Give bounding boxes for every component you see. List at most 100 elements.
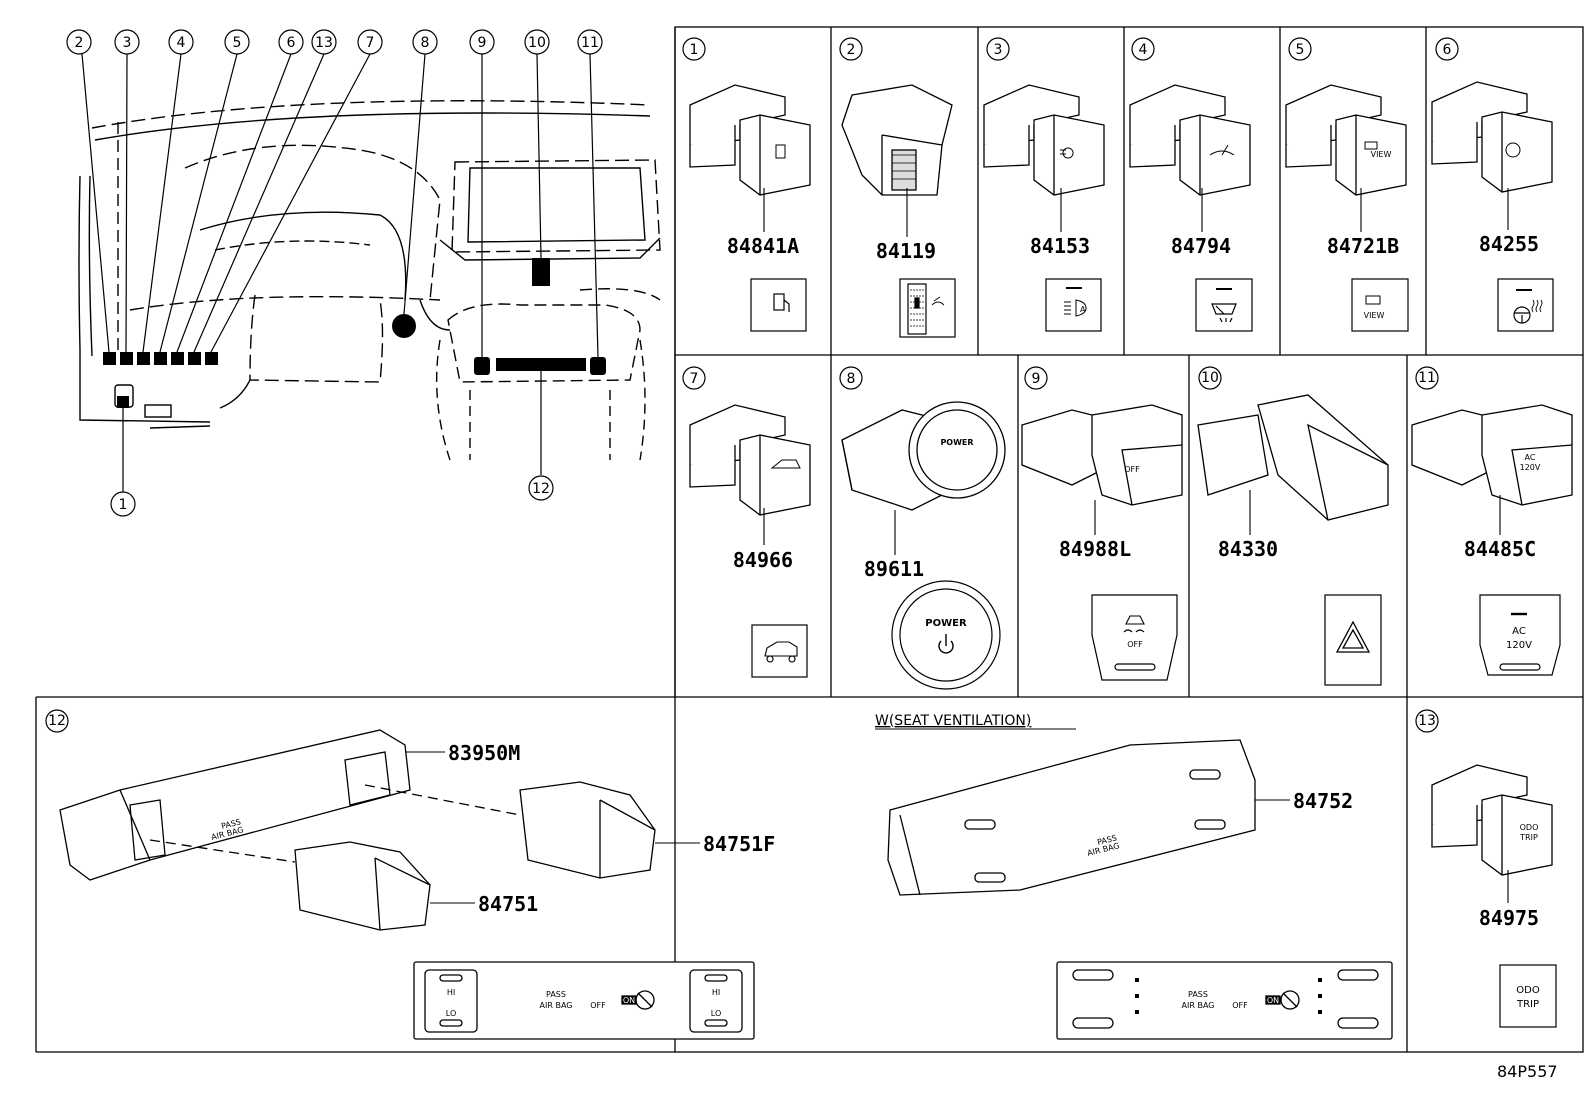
part-number-89611: 89611 [864, 557, 924, 581]
switch-84975-body [1431, 764, 1553, 876]
vent-front-pass-label: PASS [1188, 990, 1208, 999]
switch-84330-body [1197, 394, 1389, 521]
face-84485C [1479, 594, 1561, 676]
overview-callout-7: 7 [366, 35, 375, 51]
switch-84119-body [841, 84, 953, 196]
vent-airbag-off-icon [1280, 990, 1300, 1010]
heater-right-lo: LO [711, 1009, 721, 1018]
face-84794 [1195, 278, 1253, 332]
part-number-84153: 84153 [1030, 234, 1090, 258]
view-label: VIEW [1364, 311, 1385, 320]
heated-steering-icon [1513, 299, 1543, 324]
overview-callout-2: 2 [75, 35, 84, 51]
overview-callout-13: 13 [315, 35, 333, 51]
panel-number-circles [45, 37, 1459, 733]
face-84330 [1324, 594, 1382, 686]
overview-callouts [81, 53, 599, 492]
switch-84794-body [1129, 84, 1251, 196]
vent-dot [1318, 978, 1322, 982]
face-84975 [1499, 964, 1557, 1028]
seat-ventilation-title: W(SEAT VENTILATION) [875, 713, 1031, 729]
vent-on-indicator [1265, 995, 1281, 1005]
hazard-triangle-icon [1335, 620, 1371, 653]
wiper-mini-icon [1209, 144, 1235, 156]
fuel-door-icon [773, 293, 790, 312]
rear-wiper-icon [1211, 303, 1237, 323]
switch-84485C-body [1411, 404, 1573, 506]
camera-mini-icon [1364, 141, 1378, 150]
dashboard-overview [78, 100, 661, 461]
face-84153 [1045, 278, 1102, 332]
seat-panel-drawing [59, 729, 1256, 931]
overview-callout-9: 9 [478, 35, 487, 51]
heater-right-hi: HI [712, 988, 720, 997]
switch-89611-body [841, 401, 1006, 511]
steering-mini-icon [1505, 142, 1521, 158]
panel-12-number: 12 [48, 713, 66, 729]
part-number-84485C: 84485C [1464, 537, 1536, 561]
traction-off-label: OFF [1127, 640, 1143, 649]
part-number-84119: 84119 [876, 239, 936, 263]
vent-dot [1135, 978, 1139, 982]
switch-bodies [689, 81, 1573, 876]
panel-4-number: 4 [1139, 42, 1148, 58]
panel-13-number: 13 [1418, 713, 1436, 729]
overview-callout-5: 5 [233, 35, 242, 51]
panel-6-number: 6 [1443, 42, 1452, 58]
trip-label: TRIP [1516, 999, 1539, 1010]
ac-voltage-body-label: 120V [1520, 463, 1541, 472]
panel-grid-lines [35, 26, 1584, 1053]
vent-front-airbag-label: AIR BAG [1182, 1001, 1215, 1010]
panel-3-number: 3 [994, 42, 1003, 58]
part-number-84721B: 84721B [1327, 234, 1399, 258]
part-number-84975: 84975 [1479, 906, 1539, 930]
fuel-door-icon [775, 144, 786, 159]
heater-on-label: ON [623, 996, 635, 1005]
auto-headlamp-icon: A [1064, 299, 1087, 317]
switch-84966-body [689, 404, 811, 516]
part-number-84255: 84255 [1479, 232, 1539, 256]
face-84721B [1351, 278, 1409, 332]
heater-off-label: OFF [590, 1001, 606, 1010]
panel-1-number: 1 [690, 42, 699, 58]
heater-pass-label: PASS [546, 990, 566, 999]
overview-callout-11: 11 [581, 35, 599, 51]
overview-callout-4: 4 [177, 35, 186, 51]
ac-label: AC [1512, 626, 1526, 637]
power-label: POWER [925, 618, 967, 629]
part-number-84988L: 84988L [1059, 537, 1131, 561]
face-84966 [751, 624, 808, 678]
heater-front-view [413, 961, 755, 1040]
off-body-label: OFF [1124, 465, 1140, 474]
figure-code: 84P557 [1497, 1062, 1558, 1081]
part-number-84794: 84794 [1171, 234, 1231, 258]
part-number-84751: 84751 [478, 892, 538, 916]
panel-7-number: 7 [690, 371, 699, 387]
on-indicator [621, 995, 637, 1005]
power-liftgate-icon [764, 641, 798, 663]
overview-callout-1: 1 [119, 497, 128, 513]
panel-8-number: 8 [847, 371, 856, 387]
trip-body-label: TRIP [1519, 833, 1538, 842]
overview-callout-8: 8 [421, 35, 430, 51]
face-84255 [1497, 278, 1554, 332]
heater-left-hi: HI [447, 988, 455, 997]
vent-dot [1318, 994, 1322, 998]
ac-voltage-label: 120V [1506, 640, 1532, 651]
part-leader-lines [763, 188, 1509, 903]
switch-84841A-body [689, 84, 811, 196]
switch-84153-body [983, 84, 1105, 196]
part-number-83950M: 83950M [448, 741, 520, 765]
front-faces: A VIEW POWER POWE [750, 278, 1561, 1028]
switch-84255-body [1431, 81, 1553, 193]
liftgate-mini-icon [770, 459, 801, 469]
traction-off-icon [1123, 615, 1145, 633]
power-button-icon [938, 634, 954, 654]
odo-label: ODO [1516, 985, 1540, 996]
part-number-84841A: 84841A [727, 234, 799, 258]
ac-body-label: AC [1525, 453, 1536, 462]
dimmer-wheel-icon [907, 283, 927, 335]
face-84988L [1091, 594, 1178, 681]
overview-callout-10: 10 [528, 35, 546, 51]
